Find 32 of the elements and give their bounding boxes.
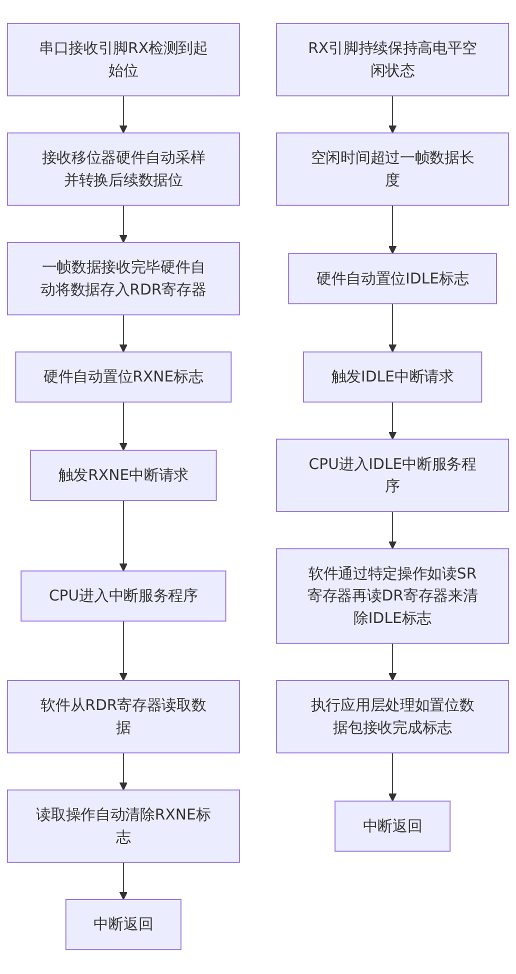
arrow [388,205,397,254]
arrow [119,314,128,353]
node-box: CPU进入中断服务程序 [20,570,226,622]
node-box: 中断返回 [65,900,182,951]
node-box: 读取操作自动清除RXNE标志 [6,790,240,864]
arrow [119,862,128,900]
arrow [388,304,397,353]
node-box: 接收移位器硬件自动采样并转换后续数据位 [6,132,240,206]
arrow [119,96,128,134]
node-box: 软件从RDR寄存器读取数据 [6,680,240,754]
arrow [388,512,397,550]
arrow [119,205,128,244]
node-box: 串口接收引脚RX检测到起始位 [6,23,240,97]
node-box: 一帧数据接收完毕硬件自动将数据存入RDR寄存器 [6,242,240,316]
arrow [388,96,397,134]
node-box: 硬件自动置位RXNE标志 [15,352,232,403]
arrow [119,402,128,452]
node-box: RX引脚持续保持高电平空闲状态 [276,23,510,97]
arrow [388,402,397,440]
arrow [388,643,397,682]
arrow [119,752,128,791]
node-box: 执行应用层处理如置位数据包接收完成标志 [276,680,510,754]
node-box: 中断返回 [334,801,451,852]
node-box: 触发IDLE中断请求 [302,352,482,403]
node-box: 空闲时间超过一帧数据长度 [276,132,510,206]
arrow [388,752,397,802]
arrow [119,500,128,572]
node-box: 硬件自动置位IDLE标志 [288,254,497,305]
node-box: CPU进入IDLE中断服务程序 [276,439,510,513]
node-box: 触发RXNE中断请求 [30,450,217,502]
node-box: 软件通过特定操作如读SR寄存器再读DR寄存器来清除IDLE标志 [276,548,510,644]
arrow [119,621,128,682]
